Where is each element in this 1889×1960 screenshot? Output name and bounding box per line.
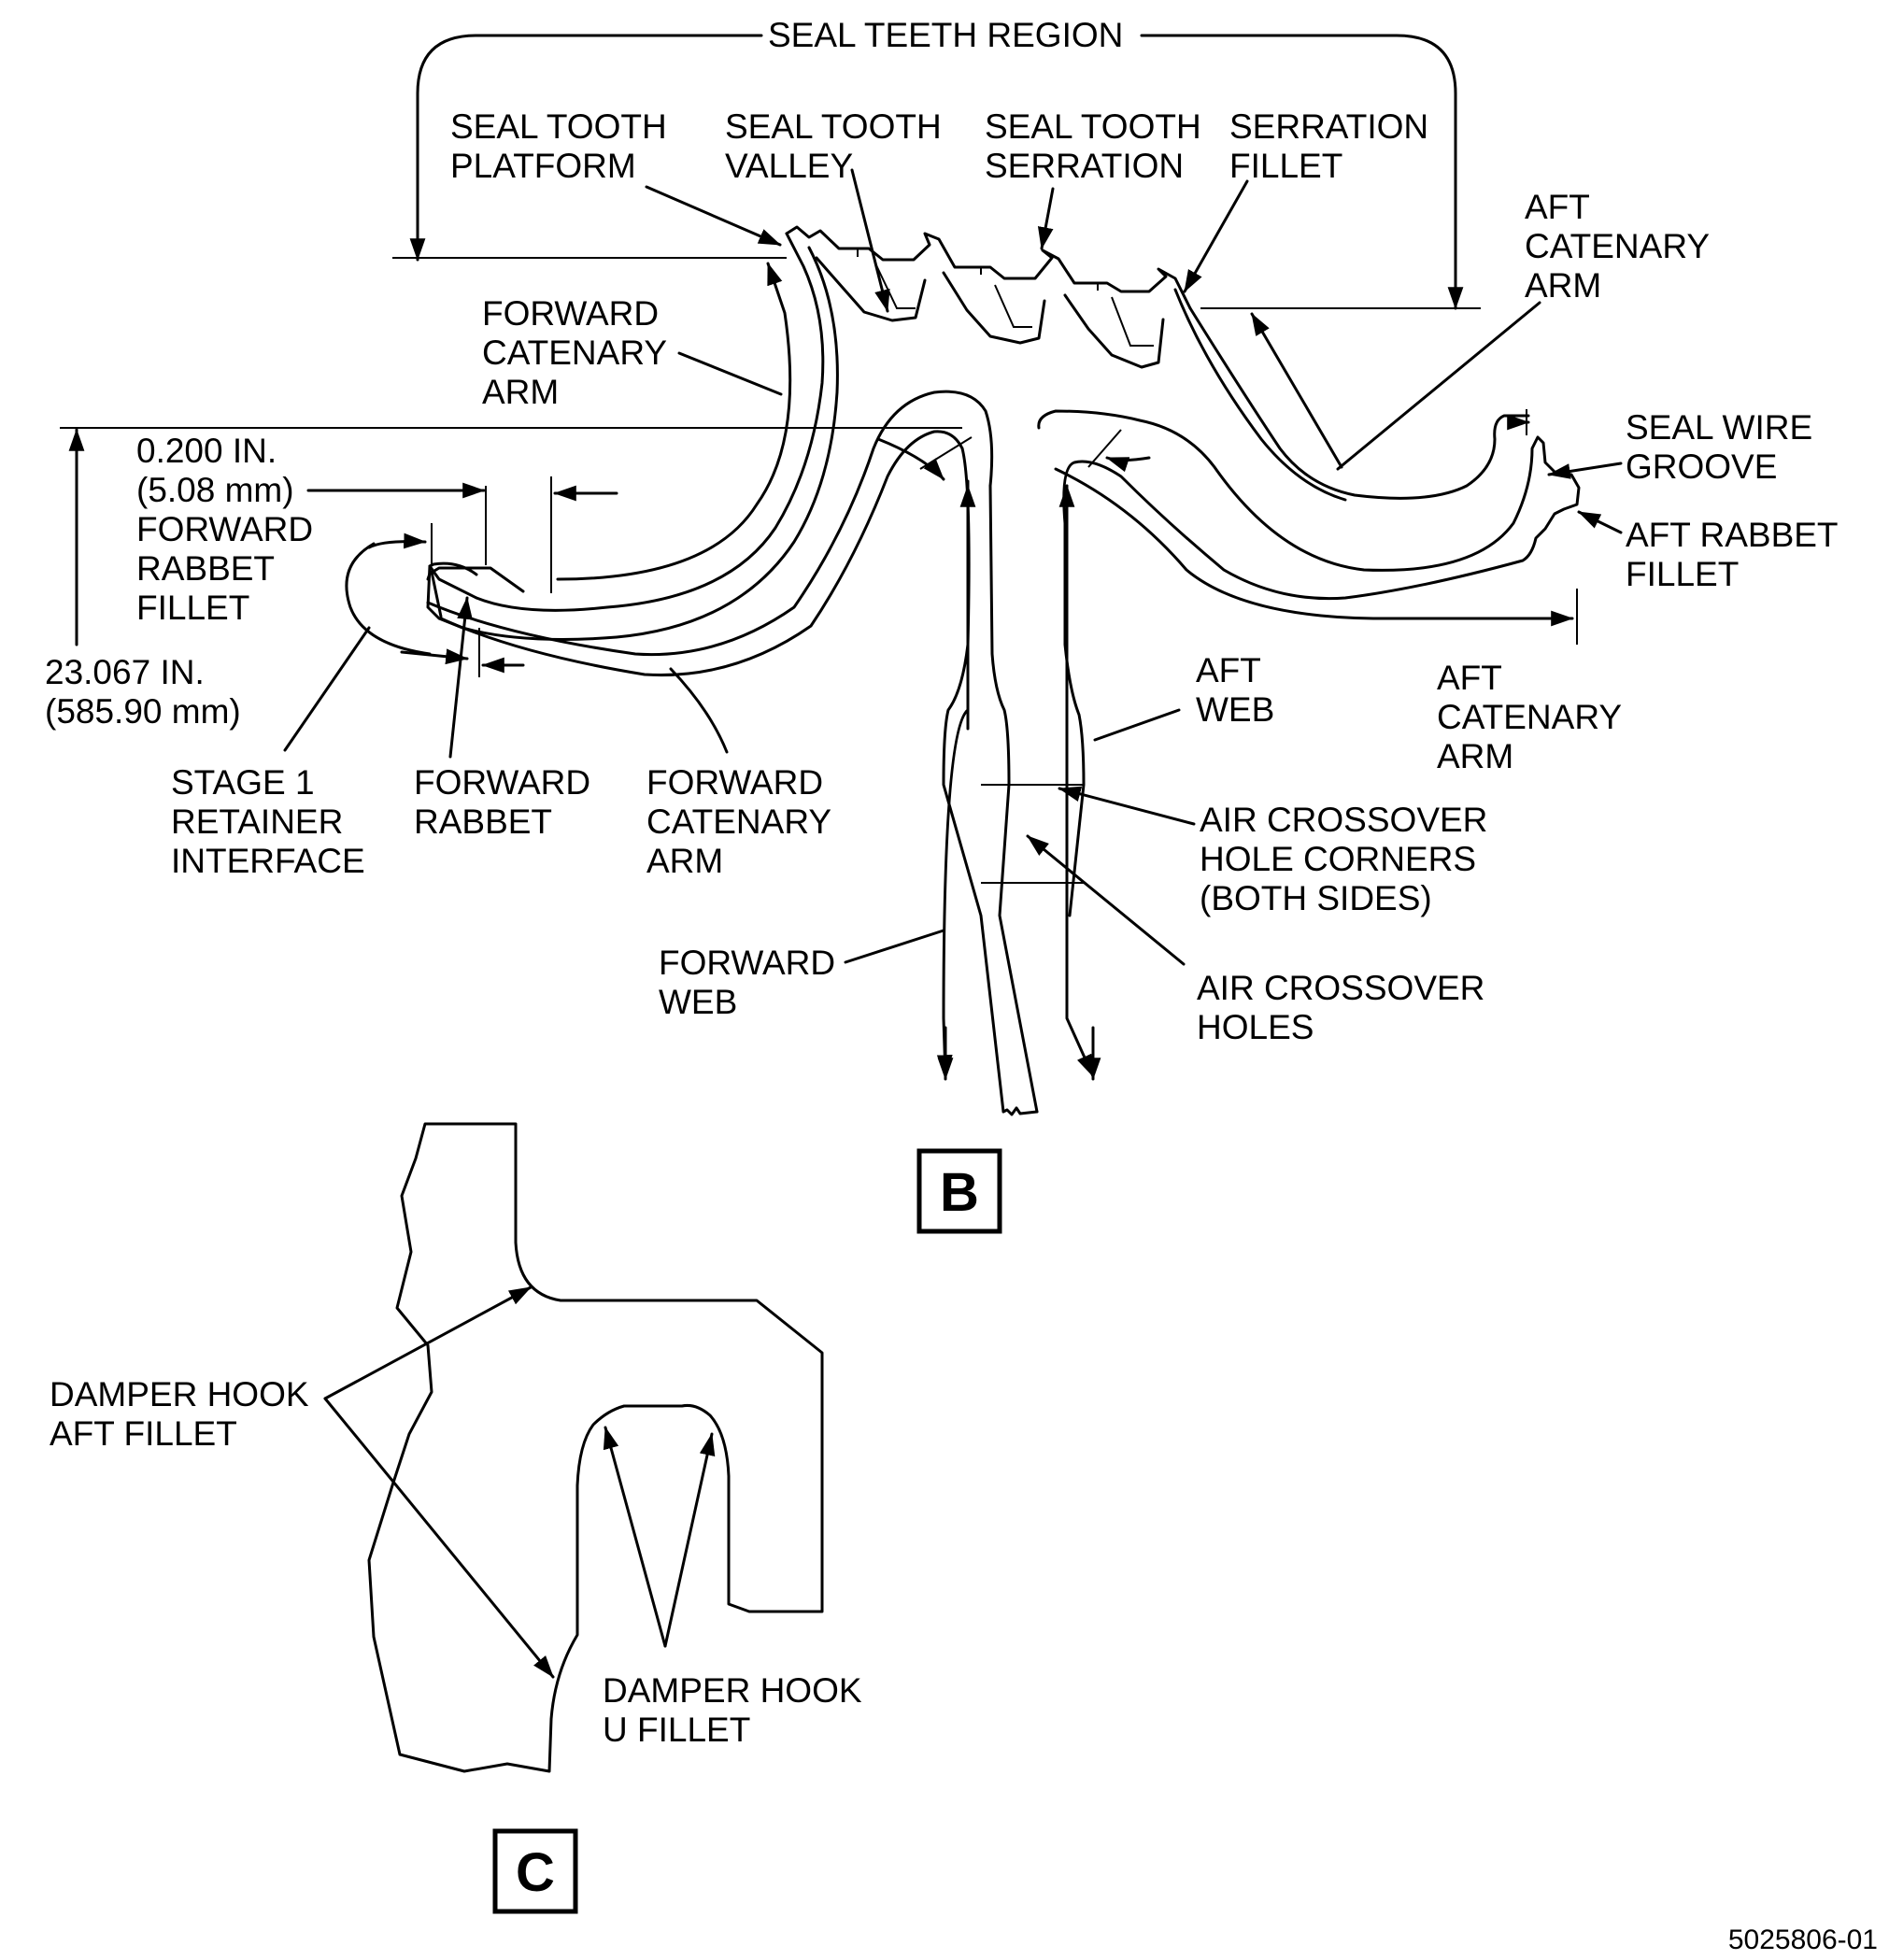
aft-web-arrow — [1105, 456, 1151, 473]
view-c-part-outline — [367, 1122, 824, 1773]
aft-web-down-arrow-1 — [1065, 484, 1095, 1078]
aft-web-mark — [1087, 429, 1122, 468]
label-seal-tooth-valley: SEAL TOOTH VALLEY — [725, 107, 951, 185]
leader-aft-catenary-arm-top — [1336, 301, 1541, 471]
leader-seal-tooth-serration — [1037, 187, 1055, 250]
aft-cat-bottom-dim — [1054, 467, 1574, 627]
leader-aft-web — [1093, 708, 1181, 742]
label-stage1-retainer-interface: STAGE 1 RETAINER INTERFACE — [171, 763, 365, 880]
leader-damper-hook-aft-fillet-lower — [323, 1397, 555, 1679]
leader-serration-fillet — [1183, 179, 1249, 293]
label-dimension-0200: 0.200 IN. (5.08 mm) FORWARD RABBET FILLE… — [136, 432, 322, 627]
label-aft-catenary-arm-bottom: AFT CATENARY ARM — [1437, 659, 1631, 775]
label-forward-catenary-arm-bottom: FORWARD CATENARY ARM — [646, 763, 841, 880]
label-aft-rabbet-fillet: AFT RABBET FILLET — [1626, 516, 1847, 593]
view-c-leaders — [323, 1285, 716, 1679]
label-aft-web: AFT WEB — [1196, 651, 1274, 729]
view-c-labels: DAMPER HOOK AFT FILLET DAMPER HOOK U FIL… — [50, 1375, 872, 1749]
label-air-crossover-holes: AIR CROSSOVER HOLES — [1197, 969, 1495, 1046]
view-b-letter-box: B — [916, 1148, 1002, 1234]
leader-seal-tooth-platform — [645, 185, 782, 247]
label-forward-web: FORWARD WEB — [659, 944, 845, 1021]
label-forward-catenary-arm-top: FORWARD CATENARY ARM — [482, 294, 676, 411]
label-damper-hook-aft-fillet: DAMPER HOOK AFT FILLET — [50, 1375, 319, 1453]
leader-forward-rabbet — [448, 596, 473, 759]
label-seal-tooth-platform: SEAL TOOTH PLATFORM — [450, 107, 676, 185]
label-damper-hook-u-fillet: DAMPER HOOK U FILLET — [603, 1671, 872, 1749]
leader-forward-web — [844, 929, 945, 964]
view-b-labels: SEAL TEETH REGION SEAL TOOTH PLATFORM SE… — [45, 16, 1847, 1046]
seal-teeth-region-bracket-right — [1140, 34, 1464, 310]
leader-damper-hook-aft-fillet-upper — [323, 1285, 533, 1400]
leader-air-crossover-hole-corners — [1058, 786, 1196, 826]
leader-damper-hook-u-fillet-right — [663, 1432, 716, 1648]
retainer-arrow-top — [367, 533, 427, 549]
radius-forward-catenary — [556, 262, 792, 581]
seal-teeth-region-bracket-left — [409, 34, 763, 262]
view-c-letter: C — [516, 1842, 555, 1903]
leader-seal-tooth-valley — [850, 168, 890, 313]
label-forward-rabbet: FORWARD RABBET — [414, 763, 600, 841]
leader-air-crossover-holes — [1026, 834, 1186, 966]
leader-damper-hook-u-fillet-left — [603, 1426, 667, 1648]
label-seal-tooth-serration: SEAL TOOTH SERRATION — [985, 107, 1211, 185]
leader-forward-catenary-arm-top — [677, 351, 783, 396]
leader-stage1-retainer — [283, 626, 371, 752]
label-dimension-23067: 23.067 IN. (585.90 mm) — [45, 653, 241, 731]
retainer-bulge-arrow — [400, 648, 469, 665]
label-seal-wire-groove: SEAL WIRE GROOVE — [1626, 408, 1822, 486]
label-aft-catenary-arm-top: AFT CATENARY ARM — [1525, 188, 1719, 305]
leader-forward-catenary-arm-bottom — [669, 667, 729, 754]
label-serration-fillet: SERRATION FILLET — [1229, 107, 1438, 185]
leader-aft-rabbet-fillet — [1577, 510, 1623, 534]
view-c-letter-box: C — [492, 1828, 578, 1914]
view-b-leaders — [60, 34, 1623, 1081]
figure-id: 5025806-01 — [1728, 1924, 1878, 1955]
leader-seal-wire-groove — [1547, 462, 1623, 479]
fwd-web-down-arrow-1 — [936, 479, 970, 1078]
label-seal-teeth-region: SEAL TEETH REGION — [768, 16, 1123, 54]
view-b-part-outline — [345, 225, 1581, 1116]
label-air-crossover-hole-corners: AIR CROSSOVER HOLE CORNERS (BOTH SIDES) — [1200, 801, 1498, 917]
radius-aft-catenary — [1250, 312, 1343, 469]
view-b-letter: B — [940, 1162, 979, 1223]
fwd-web-arrow — [876, 437, 945, 481]
